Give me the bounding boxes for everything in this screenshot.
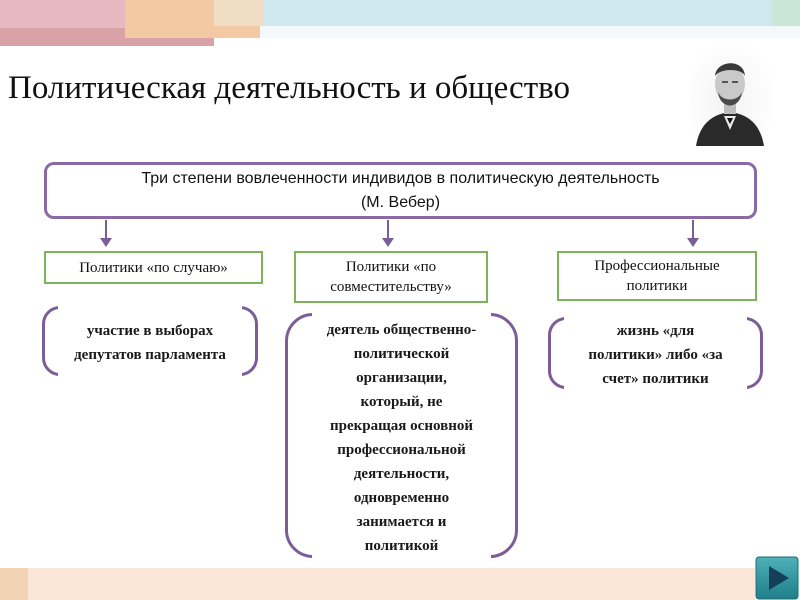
footer-band-dark (0, 568, 28, 600)
description-3-text: жизнь «для политики» либо «за счет» поли… (558, 319, 753, 391)
description-2-line: политической (353, 346, 450, 362)
arrowhead-1 (100, 238, 112, 247)
description-2-line: политикой (364, 538, 439, 554)
header-band-light (260, 26, 800, 38)
arrowhead-3 (687, 238, 699, 247)
header-box: Три степени вовлеченности индивидов в по… (44, 162, 757, 219)
portrait-icon (690, 44, 770, 146)
category-3-label-line2: политики (626, 278, 688, 294)
description-2-line: деятель общественно- (326, 322, 477, 338)
description-3-line: политики» либо «за (588, 347, 723, 363)
description-2-line: прекращая основной (330, 418, 473, 434)
category-3-label-line1: Профессиональные (594, 258, 720, 274)
play-arrow-icon (769, 566, 789, 590)
bracket-1-gap-top (58, 305, 242, 311)
header-box-line2: (М. Вебер) (360, 193, 441, 211)
category-1-label: Политики «по случаю» (44, 251, 263, 284)
next-slide-button[interactable] (755, 556, 799, 600)
bracket-3-gap-top (564, 316, 747, 322)
category-2-label: Политики «по совместительству» (294, 251, 488, 303)
header-band-green (772, 0, 800, 26)
header-band-beige (214, 0, 264, 26)
description-2-line: деятельности, (353, 466, 450, 482)
page-title: Политическая деятельность и общество (8, 70, 570, 106)
description-3-line: жизнь «для (616, 323, 695, 339)
arrowhead-2 (382, 238, 394, 247)
header-box-line1: Три степени вовлеченности индивидов в по… (141, 169, 660, 187)
description-2-line: занимается и (356, 514, 447, 530)
category-1-label-text: Политики «по случаю» (79, 259, 228, 276)
header-band-pink (0, 0, 125, 28)
description-2-line: организации, (356, 370, 447, 386)
description-1-text: участие в выборах депутатов парламента (74, 323, 226, 363)
description-2-text: деятель общественно- политической органи… (295, 318, 508, 558)
category-2-label-line1: Политики «по (345, 259, 437, 275)
footer-band-light (28, 568, 755, 600)
bracket-2-gap-top (312, 312, 491, 318)
bracket-3-gap-bottom (564, 384, 747, 390)
description-3-line: счет» политики (602, 371, 709, 387)
category-2-label-line2: совместительству» (330, 279, 452, 295)
description-2-line: одновременно (353, 490, 450, 506)
category-3-label: Профессиональные политики (557, 251, 757, 301)
header-band-blue (264, 0, 772, 26)
bracket-1-gap-bottom (58, 371, 242, 377)
description-2-line: который, не (360, 394, 443, 410)
bracket-2-gap-bottom (312, 553, 491, 559)
description-2-line: профессиональной (337, 442, 466, 458)
